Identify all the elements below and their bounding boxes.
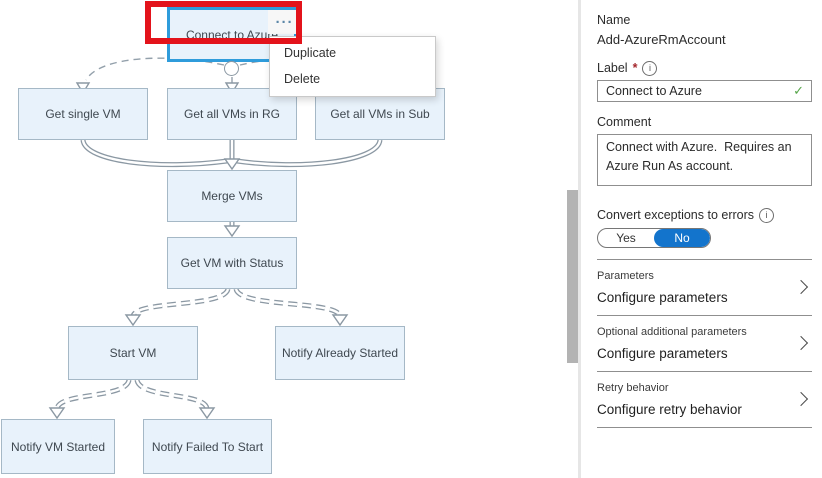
- node-label: Get VM with Status: [180, 256, 284, 270]
- node-notify-vm-started[interactable]: Notify VM Started: [1, 419, 115, 474]
- menu-item-duplicate[interactable]: Duplicate: [284, 46, 337, 60]
- node-get-single-vm[interactable]: Get single VM: [18, 88, 148, 140]
- node-notify-already-started[interactable]: Notify Already Started: [275, 326, 405, 380]
- name-label: Name: [597, 13, 631, 27]
- section-divider: [597, 259, 812, 260]
- connector-port[interactable]: [224, 61, 239, 76]
- context-menu: Duplicate Delete: [269, 36, 436, 97]
- toggle-option-yes[interactable]: Yes: [616, 231, 636, 245]
- node-label: Get all VMs in RG: [183, 107, 281, 121]
- section-retry-behavior[interactable]: Retry behavior Configure retry behavior: [597, 372, 812, 427]
- node-notify-failed-to-start[interactable]: Notify Failed To Start: [143, 419, 272, 474]
- node-get-vm-with-status[interactable]: Get VM with Status: [167, 237, 297, 289]
- node-label: Merge VMs: [201, 189, 263, 203]
- section-parameters[interactable]: Parameters Configure parameters: [597, 260, 812, 315]
- panel-divider: [578, 0, 581, 478]
- node-label: Notify VM Started: [10, 439, 106, 454]
- required-asterisk: *: [632, 61, 638, 75]
- comment-label: Comment: [597, 115, 652, 129]
- properties-panel: Name Add-AzureRmAccount Label * i ✓ Comm…: [582, 0, 822, 478]
- valid-check-icon: ✓: [793, 83, 804, 99]
- convert-exceptions-toggle: Yes No: [597, 228, 711, 248]
- menu-item-delete[interactable]: Delete: [284, 72, 321, 86]
- node-label: Notify Already Started: [281, 346, 399, 360]
- info-icon[interactable]: i: [642, 61, 658, 76]
- designer-canvas[interactable]: Connect to Azure Get single VM Get all V…: [0, 0, 578, 478]
- section-optional-parameters[interactable]: Optional additional parameters Configure…: [597, 316, 812, 371]
- info-icon[interactable]: i: [759, 208, 775, 223]
- section-action: Configure retry behavior: [597, 402, 742, 417]
- section-action: Configure parameters: [597, 346, 728, 361]
- name-value: Add-AzureRmAccount: [597, 32, 726, 47]
- label-input[interactable]: [598, 84, 794, 98]
- node-label: Get single VM: [45, 107, 121, 121]
- section-title: Parameters: [597, 270, 654, 282]
- section-divider: [597, 427, 812, 428]
- convert-exceptions-label: Convert exceptions to errors: [597, 208, 755, 222]
- section-title: Retry behavior: [597, 382, 669, 394]
- canvas-scrollbar[interactable]: [567, 190, 578, 363]
- node-label: Notify Failed To Start: [151, 439, 264, 454]
- node-merge-vms[interactable]: Merge VMs: [167, 170, 297, 222]
- node-label: Start VM: [109, 346, 157, 360]
- section-action: Configure parameters: [597, 290, 728, 305]
- section-title: Optional additional parameters: [597, 326, 747, 338]
- section-divider: [597, 371, 812, 372]
- node-start-vm[interactable]: Start VM: [68, 326, 198, 380]
- links-layer: [48, 57, 388, 420]
- toggle-option-no[interactable]: No: [654, 229, 710, 247]
- more-options-button[interactable]: ···: [268, 10, 301, 34]
- ellipsis-icon: ···: [275, 13, 294, 31]
- section-divider: [597, 315, 812, 316]
- label-field-label: Label: [597, 61, 628, 75]
- node-label: Connect to Azure: [185, 27, 279, 42]
- node-label: Get all VMs in Sub: [330, 107, 430, 121]
- comment-textarea[interactable]: Connect with Azure. Requires an Azure Ru…: [597, 134, 812, 186]
